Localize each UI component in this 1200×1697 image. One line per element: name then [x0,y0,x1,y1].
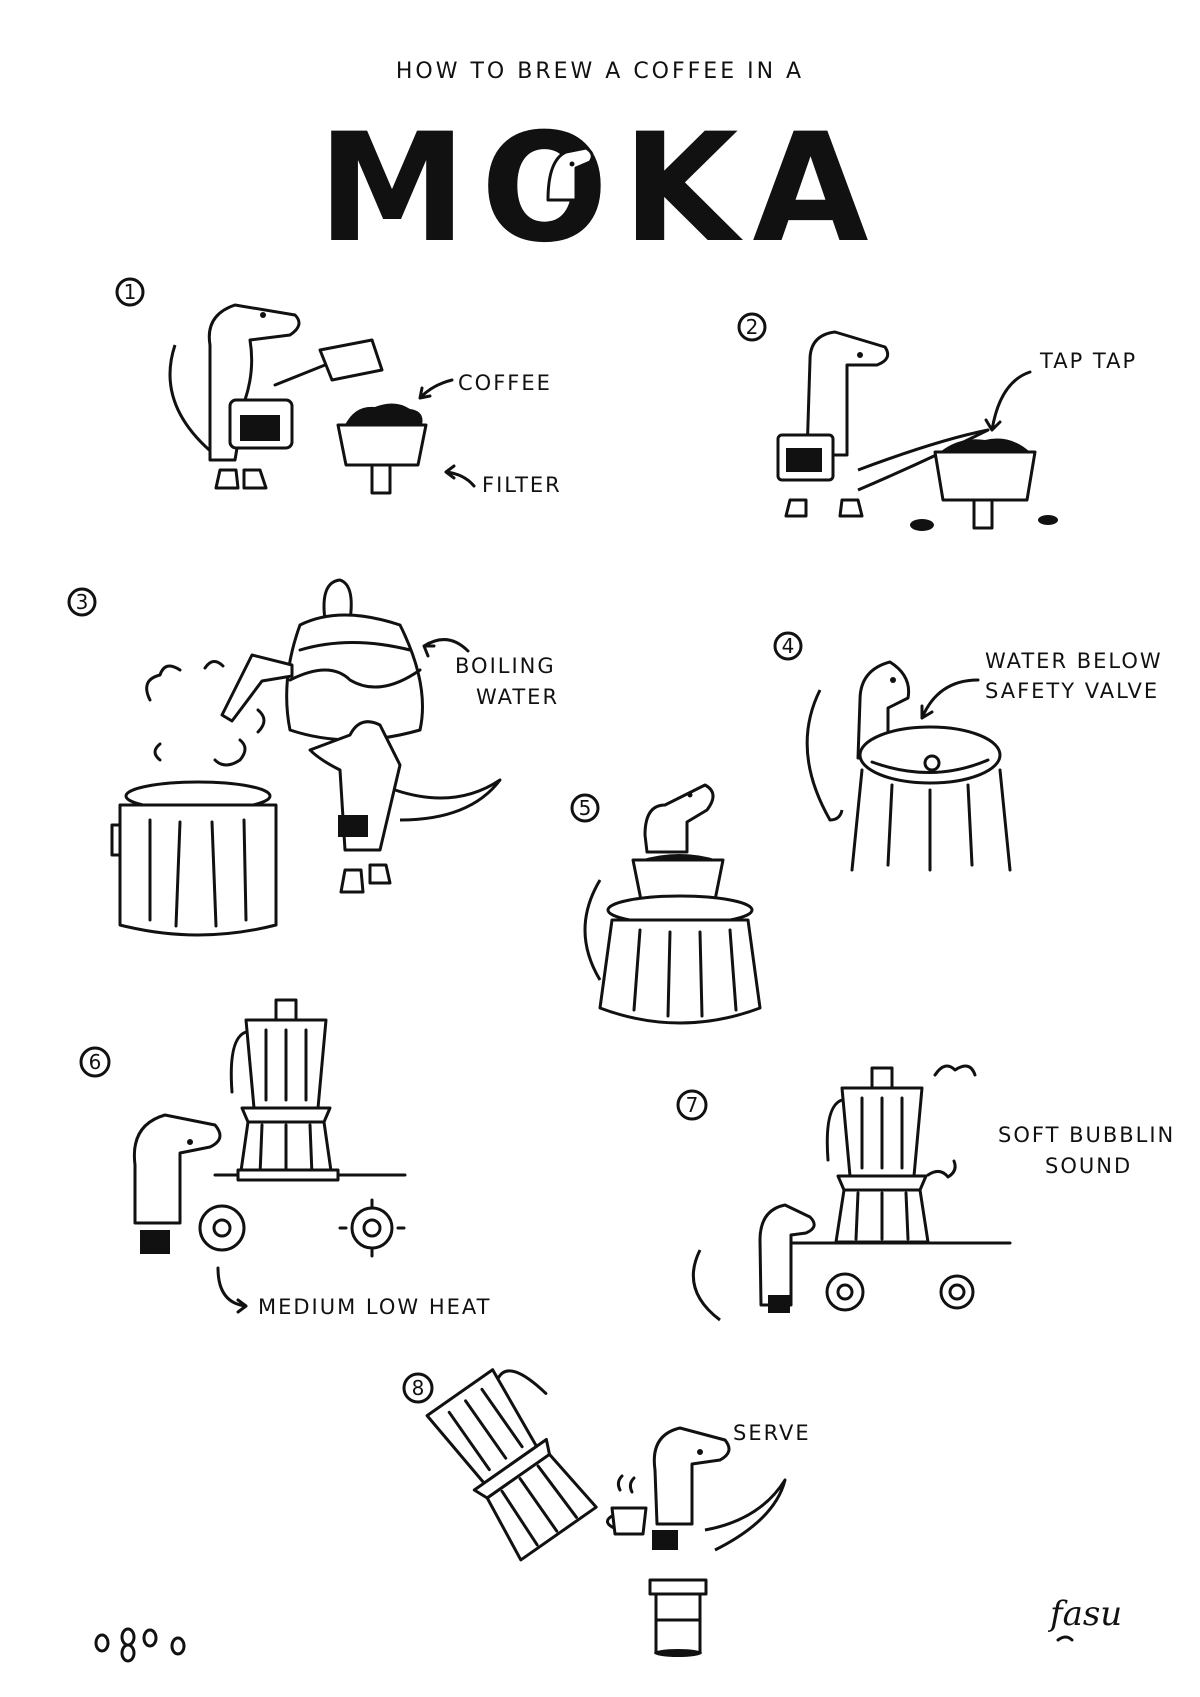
moka-base-icon [850,725,1012,872]
step-number-circle [737,312,767,342]
step-number: 4 [782,634,795,658]
step-number-circle [79,1046,111,1078]
step-2: 2 TAP TAP [737,312,1137,531]
label-boiling: BOILING [455,654,556,678]
moka-pot-icon [229,998,340,1182]
step-number-circle [402,1372,434,1404]
step-number: 2 [746,315,759,339]
page-subtitle: HOW TO BREW A COFFEE IN A [396,59,804,84]
stove-knob-icon[interactable] [338,1198,406,1258]
step-3: 3 BOILING WATER [67,578,559,937]
stool-icon [648,1578,708,1657]
moka-filter-icon [910,438,1058,531]
stove-knob-icon[interactable] [198,1204,246,1252]
label-filter: FILTER [482,473,562,497]
kettle-icon [220,578,424,742]
crocodile-barista-icon [168,303,301,490]
stove-knob-icon[interactable] [825,1272,865,1312]
crocodile-barista-icon [691,1203,816,1322]
label-coffee: COFFEE [458,371,552,395]
step-number: 1 [124,280,137,304]
step-8: 8 SERVE [402,1368,811,1657]
step-number-circle [676,1089,708,1121]
crocodile-barista-icon [132,1113,222,1254]
page-title: MOKA [317,102,882,276]
label-serve: SERVE [733,1421,811,1445]
step-number: 3 [76,590,89,614]
steam-icon [145,660,266,767]
moka-base-icon [110,780,278,937]
signature-underline [1056,1635,1074,1642]
step-5: 5 [570,783,762,1025]
step-1: 1 COFFEE FILTER [115,277,562,497]
label-sound: SOUND [1045,1154,1132,1178]
coffee-beans-icon [94,1627,186,1663]
title-crocodile-icon [546,146,594,202]
step-number: 8 [412,1376,425,1400]
label-soft-bubblin: SOFT BUBBLIN [998,1123,1175,1147]
moka-filter-icon [336,403,428,495]
step-number-circle [67,587,97,617]
artist-signature: fasu [1047,1594,1122,1634]
step-number-circle [570,793,600,823]
crocodile-barista-icon [308,720,502,894]
label-water: WATER [476,685,559,709]
step-4: 4 WATER BELOW SAFETY VALVE [773,631,1163,872]
moka-base-icon [598,854,762,1025]
coffee-scoop-icon [273,338,384,387]
moka-pot-icon [825,1064,977,1244]
stove-knob-icon[interactable] [939,1274,975,1310]
label-water-below: WATER BELOW [985,649,1163,673]
step-number: 7 [686,1093,699,1117]
step-6: 6 MEDIUM LOW HEAT [79,998,491,1319]
label-tap-tap: TAP TAP [1039,349,1137,373]
step-number-circle [115,277,145,307]
step-number-circle [773,631,803,661]
moka-pot-icon [425,1368,598,1562]
crocodile-barista-icon [805,660,911,822]
label-safety-valve: SAFETY VALVE [985,679,1159,703]
step-7: 7 SOFT BUBBLIN SOUND [676,1064,1175,1322]
label-medium-low-heat: MEDIUM LOW HEAT [258,1295,491,1319]
crocodile-barista-icon [652,1426,787,1552]
step-number: 5 [579,796,592,820]
step-number: 6 [89,1050,102,1074]
coffee-cup-icon [606,1474,648,1536]
crocodile-barista-icon [583,783,715,981]
